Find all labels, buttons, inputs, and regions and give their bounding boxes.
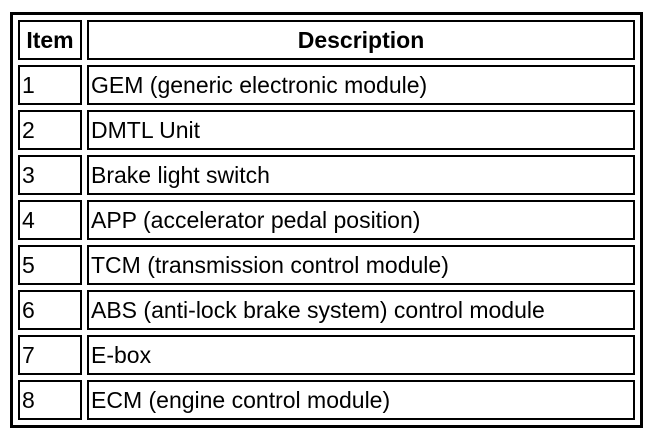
item-number-cell: 8 bbox=[18, 380, 82, 420]
item-number-cell: 2 bbox=[18, 110, 82, 150]
table-row: 2 DMTL Unit bbox=[18, 110, 635, 150]
item-number-cell: 6 bbox=[18, 290, 82, 330]
item-number-cell: 5 bbox=[18, 245, 82, 285]
item-number-cell: 1 bbox=[18, 65, 82, 105]
item-number-cell: 4 bbox=[18, 200, 82, 240]
description-cell: ABS (anti-lock brake system) control mod… bbox=[87, 290, 635, 330]
column-header-item: Item bbox=[18, 20, 82, 60]
description-cell: E-box bbox=[87, 335, 635, 375]
item-number-cell: 3 bbox=[18, 155, 82, 195]
description-cell: TCM (transmission control module) bbox=[87, 245, 635, 285]
table-header-row: Item Description bbox=[18, 20, 635, 60]
description-cell: APP (accelerator pedal position) bbox=[87, 200, 635, 240]
table-row: 6 ABS (anti-lock brake system) control m… bbox=[18, 290, 635, 330]
table-row: 4 APP (accelerator pedal position) bbox=[18, 200, 635, 240]
description-cell: GEM (generic electronic module) bbox=[87, 65, 635, 105]
table-row: 1 GEM (generic electronic module) bbox=[18, 65, 635, 105]
description-cell: Brake light switch bbox=[87, 155, 635, 195]
table-row: 5 TCM (transmission control module) bbox=[18, 245, 635, 285]
table-row: 3 Brake light switch bbox=[18, 155, 635, 195]
table-row: 7 E-box bbox=[18, 335, 635, 375]
column-header-description: Description bbox=[87, 20, 635, 60]
table-row: 8 ECM (engine control module) bbox=[18, 380, 635, 420]
description-cell: DMTL Unit bbox=[87, 110, 635, 150]
description-cell: ECM (engine control module) bbox=[87, 380, 635, 420]
item-number-cell: 7 bbox=[18, 335, 82, 375]
component-legend-table: Item Description 1 GEM (generic electron… bbox=[10, 12, 643, 428]
